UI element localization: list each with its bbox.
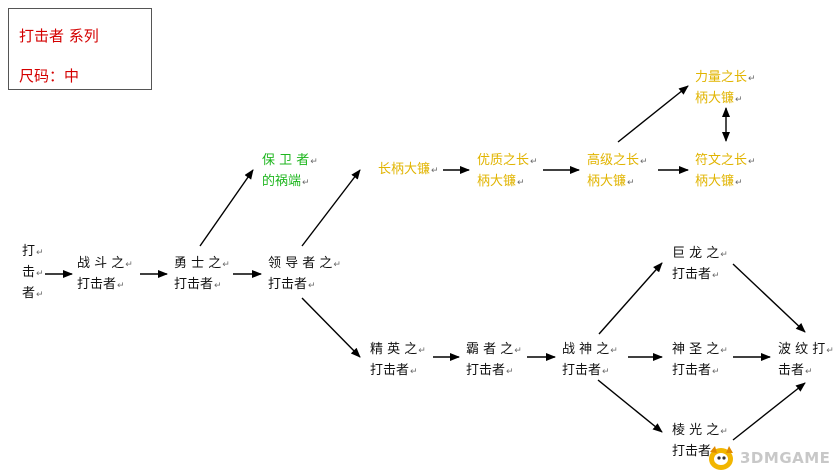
node-n15: 神 圣 之↵ 打击者↵ [672, 340, 728, 382]
node-label-line: 精 英 之↵ [370, 342, 426, 357]
node-label-line: 打↵ [22, 244, 44, 259]
node-n11: 精 英 之↵ 打击者↵ [370, 340, 426, 382]
node-n9: 力量之长↵ 柄大镰↵ [695, 68, 756, 110]
watermark: 3DMGAME [706, 444, 830, 472]
arrow-n13-to-n16 [597, 379, 663, 433]
node-label-line: 巨 龙 之↵ [672, 246, 728, 261]
watermark-text: 3DMGAME [740, 449, 831, 467]
node-n1: 打↵ 击↵ 者↵ [22, 242, 44, 305]
return-mark-icon: ↵ [712, 271, 720, 281]
node-label-line: 打击者↵ [562, 363, 610, 378]
node-label-line: 柄大镰↵ [477, 174, 525, 189]
node-label-line: 打击者↵ [77, 277, 125, 292]
return-mark-icon: ↵ [125, 260, 133, 270]
return-mark-icon: ↵ [36, 290, 44, 300]
node-label-line: 击↵ [22, 265, 44, 280]
node-label-line: 符文之长↵ [695, 153, 756, 168]
node-label-line: 柄大镰↵ [587, 174, 635, 189]
return-mark-icon: ↵ [610, 346, 618, 356]
node-label-line: 领 导 者 之↵ [268, 256, 341, 271]
node-n17: 波 纹 打↵ 击者↵ [778, 340, 834, 382]
return-mark-icon: ↵ [222, 260, 230, 270]
return-mark-icon: ↵ [310, 157, 318, 167]
node-n8: 高级之长↵ 柄大镰↵ [587, 151, 648, 193]
node-label-line: 高级之长↵ [587, 153, 648, 168]
return-mark-icon: ↵ [431, 166, 439, 176]
return-mark-icon: ↵ [333, 260, 341, 270]
node-n3: 勇 士 之↵ 打击者↵ [174, 254, 230, 296]
return-mark-icon: ↵ [627, 178, 635, 188]
return-mark-icon: ↵ [826, 346, 834, 356]
return-mark-icon: ↵ [720, 250, 728, 260]
return-mark-icon: ↵ [418, 346, 426, 356]
node-n7: 优质之长↵ 柄大镰↵ [477, 151, 538, 193]
return-mark-icon: ↵ [36, 248, 44, 258]
return-mark-icon: ↵ [748, 157, 756, 167]
node-label-line: 打击者↵ [672, 363, 720, 378]
node-label-line: 波 纹 打↵ [778, 342, 834, 357]
node-label-line: 者↵ [22, 286, 44, 301]
node-label-line: 打击者↵ [672, 267, 720, 282]
node-label-line: 勇 士 之↵ [174, 256, 230, 271]
return-mark-icon: ↵ [735, 178, 743, 188]
legend-series-title: 打击者 系列 [19, 27, 99, 45]
arrow-n14-to-n17 [732, 263, 806, 333]
arrow-n4-to-n11 [301, 297, 361, 358]
return-mark-icon: ↵ [308, 281, 316, 291]
node-label-line: 霸 者 之↵ [466, 342, 522, 357]
node-n6: 长柄大镰↵ [378, 160, 439, 181]
node-label-line: 柄大镰↵ [695, 174, 743, 189]
return-mark-icon: ↵ [735, 95, 743, 105]
node-label-line: 柄大镰↵ [695, 91, 743, 106]
node-n10: 符文之长↵ 柄大镰↵ [695, 151, 756, 193]
node-label-line: 打击者↵ [370, 363, 418, 378]
return-mark-icon: ↵ [506, 367, 514, 377]
return-mark-icon: ↵ [214, 281, 222, 291]
return-mark-icon: ↵ [720, 427, 728, 437]
node-label-line: 棱 光 之↵ [672, 423, 728, 438]
node-n2: 战 斗 之↵ 打击者↵ [77, 254, 133, 296]
node-n13: 战 神 之↵ 打击者↵ [562, 340, 618, 382]
node-label-line: 的祸端↵ [262, 174, 310, 189]
node-n12: 霸 者 之↵ 打击者↵ [466, 340, 522, 382]
return-mark-icon: ↵ [602, 367, 610, 377]
return-mark-icon: ↵ [514, 346, 522, 356]
return-mark-icon: ↵ [410, 367, 418, 377]
return-mark-icon: ↵ [36, 269, 44, 279]
return-mark-icon: ↵ [712, 367, 720, 377]
arrow-n3-to-n4 [199, 169, 254, 247]
watermark-logo-icon [709, 446, 733, 470]
node-n4: 领 导 者 之↵ 打击者↵ [268, 254, 341, 296]
return-mark-icon: ↵ [805, 367, 813, 377]
node-label-line: 力量之长↵ [695, 70, 756, 85]
arrow-n13-to-n14 [598, 262, 663, 335]
node-label-line: 战 斗 之↵ [77, 256, 133, 271]
arrow-n4-to-n6 [301, 169, 361, 247]
node-label-line: 打击者↵ [466, 363, 514, 378]
return-mark-icon: ↵ [640, 157, 648, 167]
node-n5: 保 卫 者↵ 的祸端↵ [262, 151, 318, 193]
arrow-n8-to-n10 [617, 85, 689, 143]
node-label-line: 打击者↵ [174, 277, 222, 292]
node-label-line: 长柄大镰↵ [378, 162, 439, 177]
node-label-line: 神 圣 之↵ [672, 342, 728, 357]
node-label-line: 击者↵ [778, 363, 813, 378]
node-label-line: 保 卫 者↵ [262, 153, 318, 168]
return-mark-icon: ↵ [517, 178, 525, 188]
return-mark-icon: ↵ [117, 281, 125, 291]
node-label-line: 优质之长↵ [477, 153, 538, 168]
arrow-n16-to-n17 [732, 382, 806, 441]
node-n14: 巨 龙 之↵ 打击者↵ [672, 244, 728, 286]
return-mark-icon: ↵ [720, 346, 728, 356]
node-label-line: 打击者↵ [268, 277, 316, 292]
return-mark-icon: ↵ [748, 74, 756, 84]
return-mark-icon: ↵ [302, 178, 310, 188]
legend-size: 尺码：中 [19, 67, 80, 85]
legend-box: 打击者 系列 尺码：中 [8, 8, 152, 90]
return-mark-icon: ↵ [530, 157, 538, 167]
node-label-line: 战 神 之↵ [562, 342, 618, 357]
